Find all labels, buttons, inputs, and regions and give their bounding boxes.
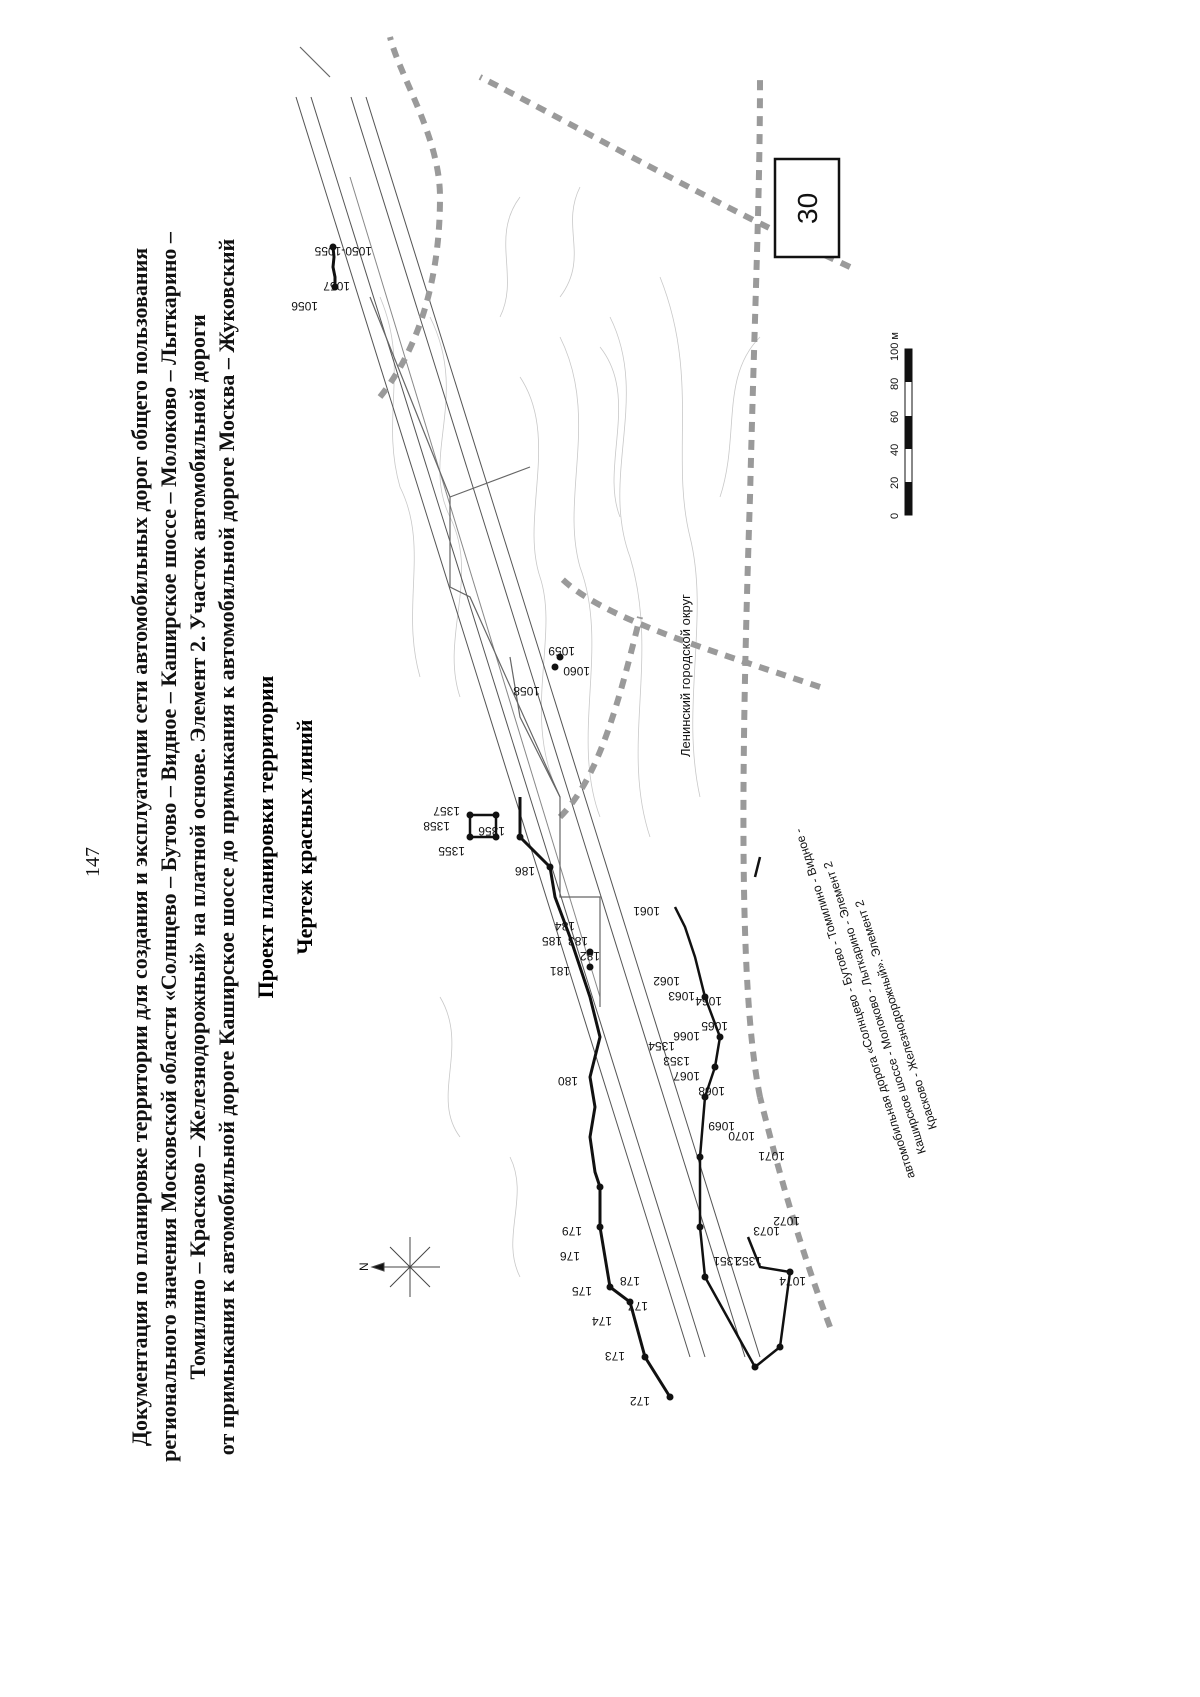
- point-label-1062: 1062: [653, 974, 680, 988]
- point-label-182: 182: [580, 949, 600, 963]
- point-label-1072: 1072: [773, 1214, 800, 1228]
- point-label-176: 176: [560, 1249, 580, 1263]
- point-label-1352: 1352: [735, 1254, 762, 1268]
- point-label-175: 175: [572, 1284, 592, 1298]
- point-label-1354: 1354: [648, 1039, 675, 1053]
- point-label-174: 174: [592, 1314, 612, 1328]
- parcel-lines: [299, 46, 601, 1007]
- scale-label-80: 80: [889, 378, 901, 390]
- point-label-1061: 1061: [633, 904, 660, 918]
- point-label-1065: 1065: [701, 1019, 728, 1033]
- point-label-178: 178: [620, 1274, 640, 1288]
- point-label-173: 173: [605, 1349, 625, 1363]
- boundary-points: [329, 243, 794, 1401]
- point-label-1063: 1063: [668, 989, 695, 1003]
- point-label-1353: 1353: [663, 1054, 690, 1068]
- point-label-1050-1055: 1050-1055: [314, 244, 372, 258]
- red-line-north: [331, 246, 672, 1398]
- scale-labels: 0 20 40 60 80 100 м: [889, 332, 901, 519]
- point-label-183: 183: [568, 934, 588, 948]
- point-label-1058: 1058: [513, 684, 540, 698]
- point-label-186: 186: [515, 864, 535, 878]
- district-label: Ленинский городской округ: [678, 594, 693, 757]
- road-edges: [295, 96, 761, 1358]
- sheet-box: [773, 157, 841, 259]
- point-label-184: 184: [555, 919, 575, 933]
- point-label-1070: 1070: [728, 1129, 755, 1143]
- point-label-1074: 1074: [779, 1274, 806, 1288]
- scale-label-100: 100 м: [889, 332, 901, 361]
- road-label: автомобильная дорога «Солнцево - Бутово …: [791, 827, 940, 1181]
- point-label-181: 181: [550, 964, 570, 978]
- sheet-number: 30: [792, 193, 823, 224]
- scale-label-60: 60: [889, 411, 901, 423]
- point-label-1069: 1069: [708, 1119, 735, 1133]
- point-label-1059: 1059: [548, 644, 575, 658]
- point-label-1068: 1068: [698, 1084, 725, 1098]
- point-label-172: 172: [630, 1394, 650, 1408]
- point-label-1358: 1358: [423, 819, 450, 833]
- point-label-179: 179: [562, 1224, 582, 1238]
- point-label-1060: 1060: [563, 664, 590, 678]
- scale-label-40: 40: [889, 444, 901, 456]
- point-label-1067: 1067: [673, 1069, 700, 1083]
- scale-label-0: 0: [889, 513, 901, 519]
- road-label-line-2: Каширское шоссе - Молоково - Лыткарино -…: [821, 859, 929, 1155]
- scale-bar: [904, 348, 913, 516]
- point-labels: 1721731741751761771781791801811821831841…: [291, 244, 806, 1408]
- point-label-180: 180: [558, 1074, 578, 1088]
- point-label-1351: 1351: [713, 1254, 740, 1268]
- point-label-185: 185: [542, 934, 562, 948]
- point-label-1056: 1056: [291, 299, 318, 313]
- point-label-1057: 1057: [323, 279, 350, 293]
- point-label-1356: 1356: [478, 824, 505, 838]
- north-label: N: [357, 1262, 371, 1271]
- point-label-177: 177: [628, 1299, 648, 1313]
- point-label-1066: 1066: [673, 1029, 700, 1043]
- point-label-1357: 1357: [433, 804, 460, 818]
- point-label-1073: 1073: [753, 1224, 780, 1238]
- point-label-1071: 1071: [758, 1149, 785, 1163]
- municipal-boundary: [377, 36, 852, 1329]
- point-label-1355: 1355: [438, 844, 465, 858]
- north-arrow-icon: [370, 1237, 440, 1297]
- point-label-1064: 1064: [695, 994, 722, 1008]
- scale-label-20: 20: [889, 477, 901, 489]
